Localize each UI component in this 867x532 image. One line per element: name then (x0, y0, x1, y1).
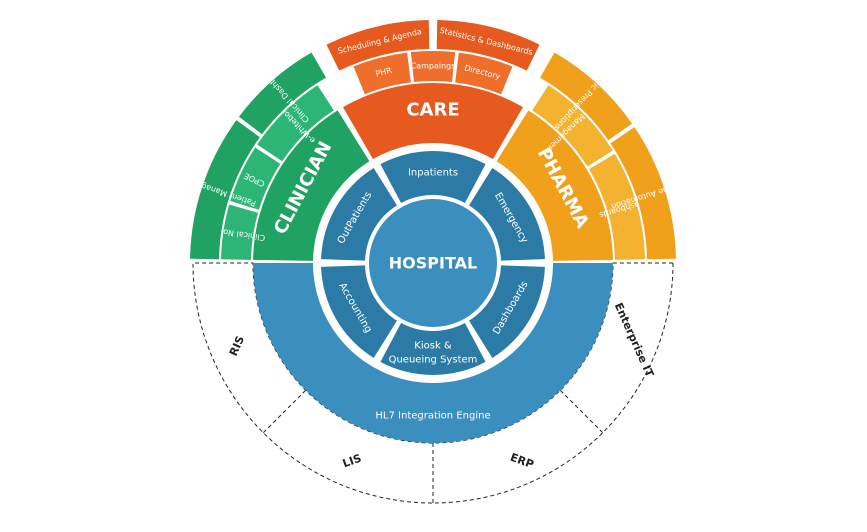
care-label: CARE (406, 100, 459, 121)
inner-module-label: Inpatients (408, 168, 458, 179)
care-item-box[interactable] (326, 20, 430, 71)
external-label-erp: ERP (508, 451, 535, 471)
external-divider (262, 389, 307, 434)
inner-module-box[interactable] (321, 265, 397, 358)
care-item-box[interactable] (436, 20, 540, 71)
hl7-integration-band (253, 263, 613, 443)
external-label-lis: LIS (341, 452, 363, 471)
care-item-0: PHR (375, 66, 394, 79)
pharma-item-box[interactable] (610, 127, 676, 260)
external-divider (559, 389, 604, 434)
care-item-box[interactable] (455, 52, 513, 95)
care-item-1: Campaings (411, 62, 456, 71)
care-band (343, 83, 523, 160)
clinician-item-box[interactable] (230, 147, 281, 210)
clinician-item-box[interactable] (221, 204, 259, 260)
inner-module-label: Kiosk & (414, 341, 452, 352)
care-item-box[interactable] (353, 52, 411, 95)
external-label-enterprise-it: Enterprise IT (612, 301, 657, 380)
inner-module-box[interactable] (380, 151, 486, 203)
clinician-item-box[interactable] (238, 52, 326, 135)
inner-module-box[interactable] (380, 323, 486, 375)
inner-module-box[interactable] (469, 265, 545, 358)
hospital-hub (369, 199, 497, 327)
clinician-band (253, 110, 370, 261)
clinician-item-box[interactable] (190, 120, 260, 260)
care-item-box[interactable] (410, 50, 456, 82)
clinician-item-box[interactable] (257, 85, 334, 162)
pharma-band (496, 110, 613, 261)
inner-module-box[interactable] (469, 168, 545, 261)
pharma-item-box[interactable] (532, 85, 613, 167)
hospital-label: HOSPITAL (389, 254, 477, 273)
inner-module-box[interactable] (321, 168, 397, 261)
hl7-integration-label: HL7 Integration Engine (375, 411, 490, 422)
inner-module-label-line2: Queueing System (389, 355, 478, 366)
pharma-item-box[interactable] (589, 153, 645, 260)
pharma-item-box[interactable] (540, 52, 633, 141)
external-label-ris: RIS (227, 334, 247, 358)
